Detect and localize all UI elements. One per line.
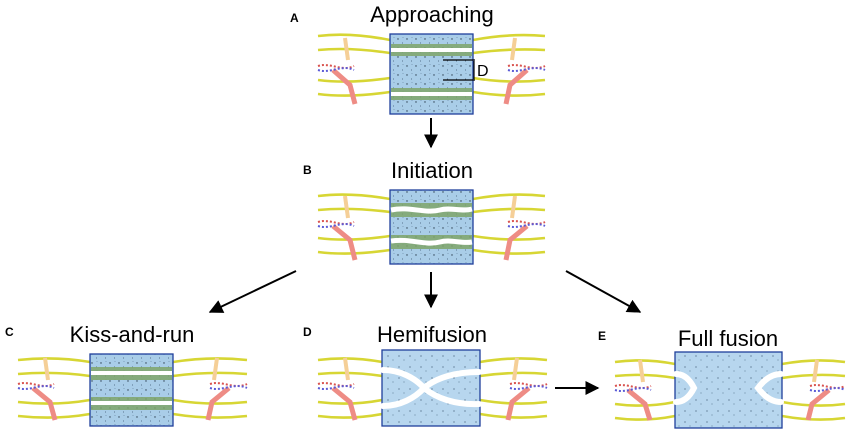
bilayers <box>391 44 472 100</box>
membrane-lines <box>317 33 546 97</box>
panel-title-approaching: Approaching <box>370 2 494 27</box>
distance-label: D <box>477 63 489 80</box>
panel-letter-e: E <box>598 329 606 343</box>
panel-initiation: B Initiation <box>303 158 546 265</box>
simulation-box <box>89 353 174 427</box>
panel-title-hemifusion: Hemifusion <box>377 322 487 347</box>
simulation-box <box>389 189 474 265</box>
panel-title-initiation: Initiation <box>391 158 473 183</box>
snare-complex <box>317 37 546 105</box>
panel-approaching: A Approaching <box>290 2 546 115</box>
simulation-box <box>381 349 481 427</box>
panel-kiss-and-run: C Kiss-and-run <box>5 322 248 427</box>
arrow-b-to-e <box>565 270 642 313</box>
snare-complex <box>17 357 248 421</box>
snare-complex <box>317 357 548 421</box>
panel-full-fusion: E Full fusion <box>598 326 846 429</box>
bilayers <box>91 367 172 410</box>
snare-complex <box>614 359 846 421</box>
fusion-pore <box>673 371 784 405</box>
panel-title-kiss-and-run: Kiss-and-run <box>70 322 195 347</box>
panel-letter-a: A <box>290 11 299 25</box>
arrow-b-to-c <box>208 270 297 313</box>
distance-marker <box>443 59 475 81</box>
panel-letter-b: B <box>303 163 312 177</box>
panel-letter-c: C <box>5 325 14 339</box>
snare-complex <box>317 195 546 261</box>
bilayers <box>390 203 473 249</box>
panel-letter-d: D <box>303 325 312 339</box>
panel-hemifusion: D Hemifusion <box>303 322 548 427</box>
panel-title-full-fusion: Full fusion <box>678 326 778 351</box>
membrane-lines <box>614 359 846 421</box>
hemifusion-stalk <box>380 367 482 409</box>
